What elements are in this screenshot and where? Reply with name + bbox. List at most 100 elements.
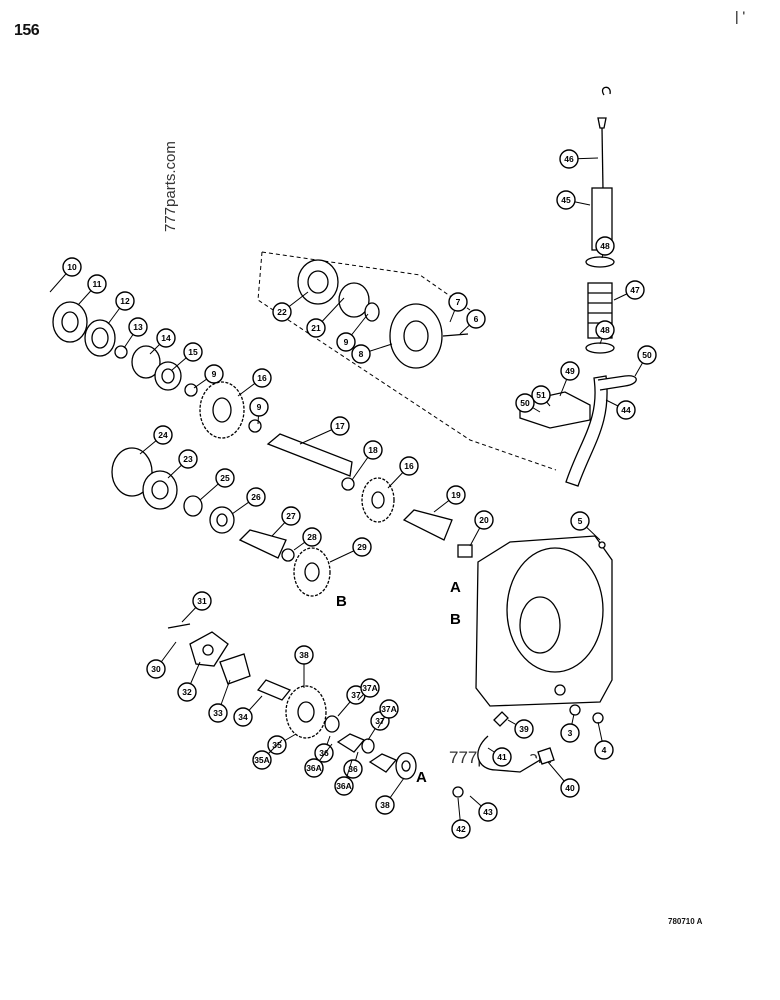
callout-42: 42 [451,797,471,839]
dipstick-part [597,86,611,191]
transmission-housing-part [475,535,613,707]
callout-circle [560,361,580,381]
callout-37A: 37A [357,678,380,701]
callout-label: 22 [277,307,287,317]
callout-label: 7 [456,297,461,307]
gear-35-part [285,685,327,739]
callout-circle [595,320,615,340]
callout-label: 28 [307,532,317,542]
page-number: 156 [14,22,40,39]
callout-9: 9 [336,313,369,352]
callout-19: 19 [433,485,466,513]
section-letter-b-gear: B [336,593,347,610]
callout-label: 38 [380,800,390,810]
callout-label: 51 [536,390,546,400]
shaft-17-part [266,433,353,477]
callout-label: 35A [254,755,270,765]
callout-label: 31 [197,596,207,606]
cover-32-part [189,631,229,667]
callout-circle [87,274,107,294]
callout-circle [128,317,148,337]
bearing-part [154,361,182,391]
callout-label: 11 [93,279,102,289]
callout-14: 14 [149,328,176,355]
callout-label: 37A [381,704,397,714]
spacer-part [238,529,287,559]
callout-label: 8 [359,349,364,359]
callout-circle [249,397,269,417]
callout-circle [595,236,615,256]
callout-40: 40 [547,761,580,798]
callout-label: 37 [375,716,385,726]
callout-circle [252,368,272,388]
callout-18: 18 [351,440,383,481]
callout-label: 23 [183,454,193,464]
callout-circle [531,385,551,405]
callout-label: 40 [565,783,575,793]
callout-circle [637,345,657,365]
callout-label: 24 [158,430,168,440]
callout-20: 20 [469,510,494,547]
callout-label: 43 [483,807,493,817]
callout-8: 8 [351,343,393,364]
callout-circle [156,328,176,348]
callout-circle [375,795,395,815]
callout-label: 32 [182,687,192,697]
callout-4: 4 [594,721,614,760]
housing-dashed-outline [257,251,557,471]
callout-label: 20 [479,515,489,525]
callout-circle [62,257,82,277]
callout-12: 12 [107,291,135,325]
callout-circle [272,302,292,322]
callout-label: 6 [474,314,479,324]
callout-circle [559,149,579,169]
callout-circle [556,190,576,210]
callout-circle [594,740,614,760]
callout-label: 33 [213,708,223,718]
callout-label: 36 [319,748,329,758]
callout-32: 32 [177,661,201,702]
oring-part [111,447,153,497]
callout-31: 31 [181,591,212,623]
callout-circle [208,703,228,723]
clamp-upper-part [585,256,615,268]
callout-13: 13 [123,317,148,349]
callout-48: 48 [595,236,615,259]
callout-label: 41 [497,752,507,762]
callout-circle [146,659,166,679]
callout-38: 38 [375,777,405,815]
callout-37: 37 [337,685,366,717]
callout-label: 9 [257,402,262,412]
seal-ring-part [131,345,161,379]
callout-35: 35 [267,733,297,755]
callout-label: 38 [299,650,309,660]
callout-circle [304,758,324,778]
callout-22: 22 [272,291,309,322]
callout-45: 45 [556,190,591,210]
bearing-26-part [209,506,235,534]
section-letter-a-housing: A [450,579,461,596]
callout-34: 34 [233,695,263,727]
callout-label: 50 [520,398,530,408]
callout-circle [281,506,301,526]
callout-circle [570,511,590,531]
callout-label: 3 [568,728,573,738]
callout-label: 50 [642,350,652,360]
callout-41: 41 [487,747,512,767]
callout-21: 21 [306,297,345,338]
callout-36A: 36A [334,759,354,796]
callout-label: 44 [621,405,631,415]
callout-label: 48 [600,241,610,251]
callout-5: 5 [570,511,601,541]
callout-circle [448,292,468,312]
callout-50: 50 [515,393,541,413]
corner-mark: | ' [735,8,746,24]
callout-circle [330,416,350,436]
callout-36: 36 [314,735,334,763]
callout-38: 38 [294,645,314,688]
gear-29-part [293,547,331,597]
callout-51: 51 [531,385,551,407]
callout-36: 36 [343,751,363,779]
callout-label: 27 [286,511,296,521]
